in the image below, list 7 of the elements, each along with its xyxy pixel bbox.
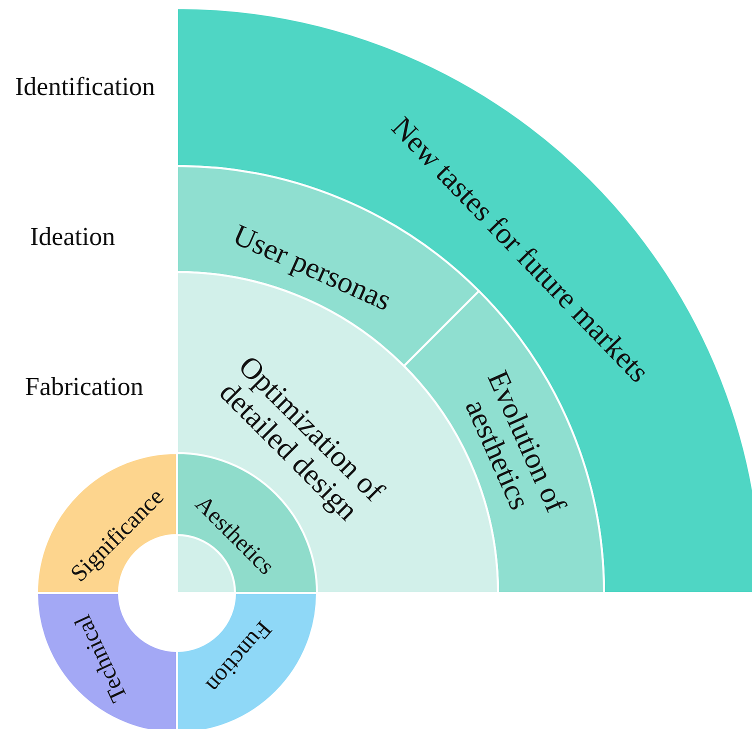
stage-label: Fabrication [25,372,144,402]
stage-label: Ideation [30,222,116,252]
donut-segment [177,593,317,729]
ring-segment [177,8,752,593]
donut-segment [37,453,177,593]
stage-label: Identification [15,72,156,102]
donut-segment [37,593,177,729]
